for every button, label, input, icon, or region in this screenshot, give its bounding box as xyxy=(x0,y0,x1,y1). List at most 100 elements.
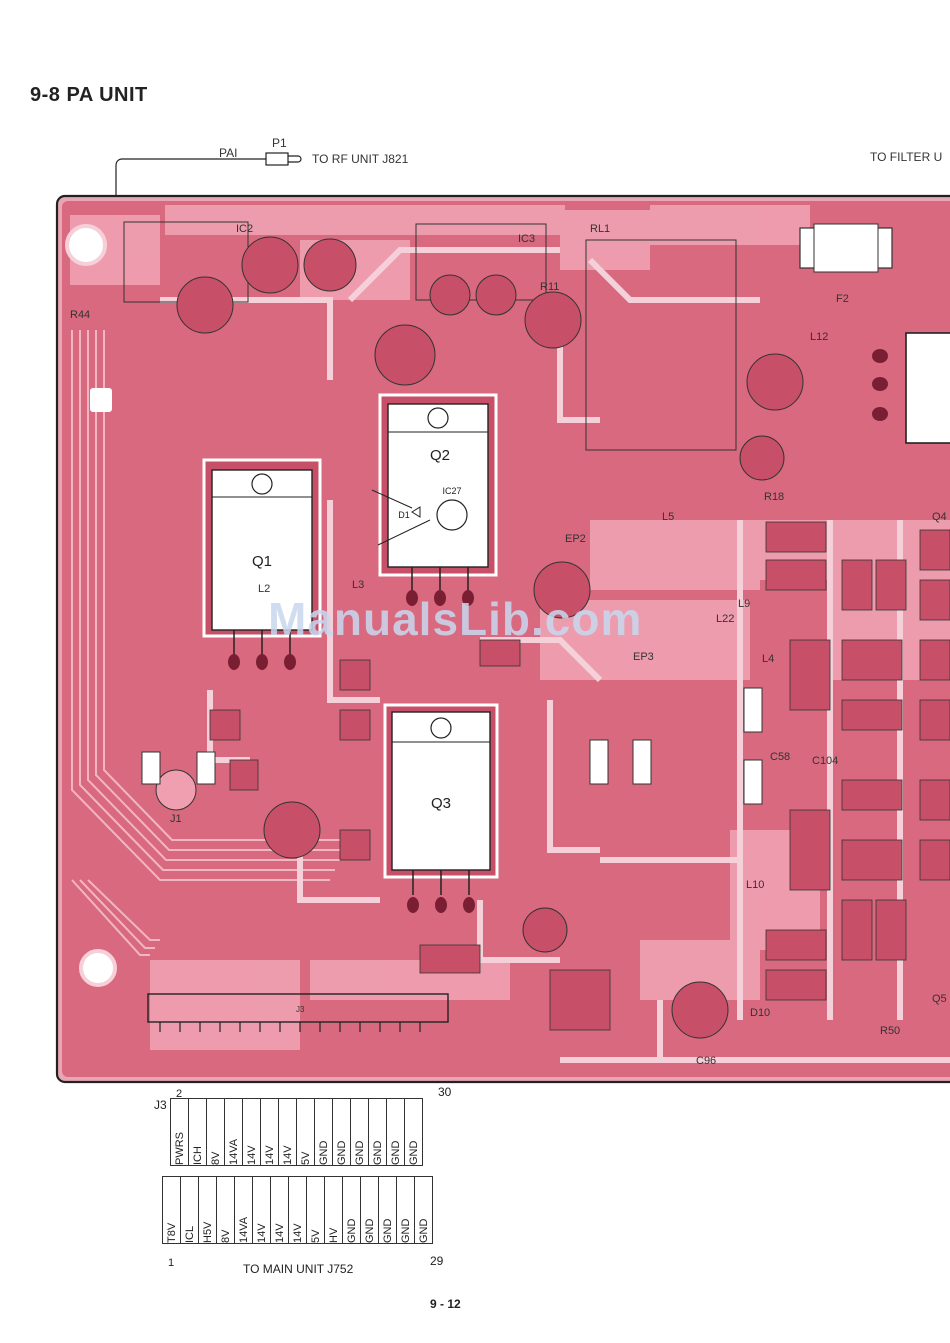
j1-label: J1 xyxy=(170,813,182,825)
j3-bottom-pin-label: GND xyxy=(399,1218,412,1243)
j3-top-pin-label: GND xyxy=(335,1140,348,1165)
j3-top-pin: GND xyxy=(314,1098,333,1166)
j3-bottom-pin-label: GND xyxy=(345,1218,358,1243)
l12-label: L12 xyxy=(810,331,828,343)
j3-bottom-pin: 14V xyxy=(288,1176,307,1244)
j3-top-pin-label: PWRS xyxy=(173,1132,186,1165)
pads xyxy=(141,687,763,805)
rl1-label: RL1 xyxy=(590,223,610,235)
j3-bottom-pin: ICL xyxy=(180,1176,199,1244)
j3-bottom-pin-label: ICL xyxy=(183,1225,196,1243)
j3-bottom-pin-label: 14V xyxy=(255,1223,268,1243)
j3-top-pin-label: ICH xyxy=(191,1146,204,1165)
j3-bottom-pin: 14V xyxy=(252,1176,271,1244)
j3-table-label: J3 xyxy=(154,1098,167,1112)
page-title: 9-8 PA UNIT xyxy=(30,84,148,106)
f2-fuse xyxy=(799,223,893,273)
j3-top-pin: GND xyxy=(350,1098,369,1166)
l9-label: L9 xyxy=(738,598,750,610)
j3-top-pin-label: GND xyxy=(389,1140,402,1165)
ep2-label: EP2 xyxy=(565,533,586,545)
j3-top-pin-label: 14V xyxy=(245,1145,258,1165)
j3-top-pin-label: 5V xyxy=(299,1151,312,1165)
j3-top-pin-label: 14VA xyxy=(227,1138,240,1165)
j3-top-start: 2 xyxy=(176,1088,183,1100)
j3-bottom-end: 29 xyxy=(430,1254,444,1268)
l3-label: L3 xyxy=(352,579,364,591)
filter-unit-label: TO FILTER U xyxy=(870,150,943,164)
j3-bottom-pin: H5V xyxy=(198,1176,217,1244)
j3-bottom-pin: 14V xyxy=(270,1176,289,1244)
round-components xyxy=(155,236,950,1039)
page-number: 9 - 12 xyxy=(430,1297,461,1311)
q2-transistor xyxy=(371,393,498,606)
j3-top-pin: 14V xyxy=(242,1098,261,1166)
l22-label: L22 xyxy=(716,613,734,625)
q3-label: Q3 xyxy=(431,795,451,812)
j3-top-pin: GND xyxy=(332,1098,351,1166)
j3-bottom-pin: 5V xyxy=(306,1176,325,1244)
j3-bottom-pin: GND xyxy=(414,1176,433,1244)
left-traces xyxy=(71,330,350,956)
ep3-label: EP3 xyxy=(633,651,654,663)
j3-top-pin: GND xyxy=(368,1098,387,1166)
j3-top-pin-label: GND xyxy=(353,1140,366,1165)
pai-label: PAI xyxy=(219,146,238,160)
ic27-label: IC27 xyxy=(442,486,461,496)
j3-bottom-pin-label: 8V xyxy=(219,1229,232,1243)
j3-board-label: J3 xyxy=(296,1005,305,1014)
j3-bottom-start: 1 xyxy=(168,1257,175,1269)
resistor-blocks xyxy=(209,521,950,1031)
l10-label: L10 xyxy=(746,879,764,891)
j3-top-pin: 8V xyxy=(206,1098,225,1166)
l5-label: L5 xyxy=(662,511,674,523)
j3-top-end: 30 xyxy=(438,1085,452,1099)
j3-bottom-pin: GND xyxy=(396,1176,415,1244)
r50-label: R50 xyxy=(880,1025,900,1037)
q3-transistor xyxy=(383,703,499,913)
c58-label: C58 xyxy=(770,751,790,763)
j3-top-pin: 14V xyxy=(278,1098,297,1166)
j3-bottom-pin-label: T8V xyxy=(165,1222,178,1243)
j3-bottom-pin: GND xyxy=(378,1176,397,1244)
j3-board-connector xyxy=(147,993,449,1032)
q4-label: Q4 xyxy=(932,511,947,523)
j3-bottom-pin: HV xyxy=(324,1176,343,1244)
ic3-label: IC3 xyxy=(518,233,535,245)
j3-bottom-pin-label: HV xyxy=(327,1227,340,1243)
j3-top-pin-label: 14V xyxy=(263,1145,276,1165)
j3-top-pin-label: 14V xyxy=(281,1145,294,1165)
d1-label: D1 xyxy=(398,510,410,520)
j3-bottom-pin: GND xyxy=(342,1176,361,1244)
f2-label: F2 xyxy=(836,293,849,305)
j3-bottom-pin: 8V xyxy=(216,1176,235,1244)
rf-unit-label: TO RF UNIT J821 xyxy=(312,152,409,166)
p1-label: P1 xyxy=(272,136,287,150)
q1-transistor xyxy=(202,458,322,670)
j3-top-pin: GND xyxy=(404,1098,423,1166)
j3-top-pin: 14V xyxy=(260,1098,279,1166)
j3-bottom-pin-label: GND xyxy=(417,1218,430,1243)
j3-bottom-pin-label: 14V xyxy=(273,1223,286,1243)
j3-bottom-pin-label: 14VA xyxy=(237,1216,250,1243)
main-unit-label: TO MAIN UNIT J752 xyxy=(243,1262,354,1276)
j3-top-pin: GND xyxy=(386,1098,405,1166)
j3-bottom-pin: T8V xyxy=(162,1176,181,1244)
ic2-label: IC2 xyxy=(236,223,253,235)
filter-connector xyxy=(872,332,950,444)
j3-top-pin-label: 8V xyxy=(209,1151,222,1165)
j3-top-pin: PWRS xyxy=(170,1098,189,1166)
j3-bottom-pin-label: GND xyxy=(381,1218,394,1243)
j3-top-pin-label: GND xyxy=(371,1140,384,1165)
l2-label: L2 xyxy=(258,583,270,595)
j3-bottom-pin-label: 5V xyxy=(309,1229,322,1243)
p1-connector-icon xyxy=(265,152,302,166)
r11-label: R11 xyxy=(540,281,559,293)
q5-label: Q5 xyxy=(932,993,947,1005)
d10-label: D10 xyxy=(750,1007,770,1019)
j3-bottom-pin-label: 14V xyxy=(291,1223,304,1243)
mounting-holes xyxy=(65,224,117,987)
l4-label: L4 xyxy=(762,653,774,665)
